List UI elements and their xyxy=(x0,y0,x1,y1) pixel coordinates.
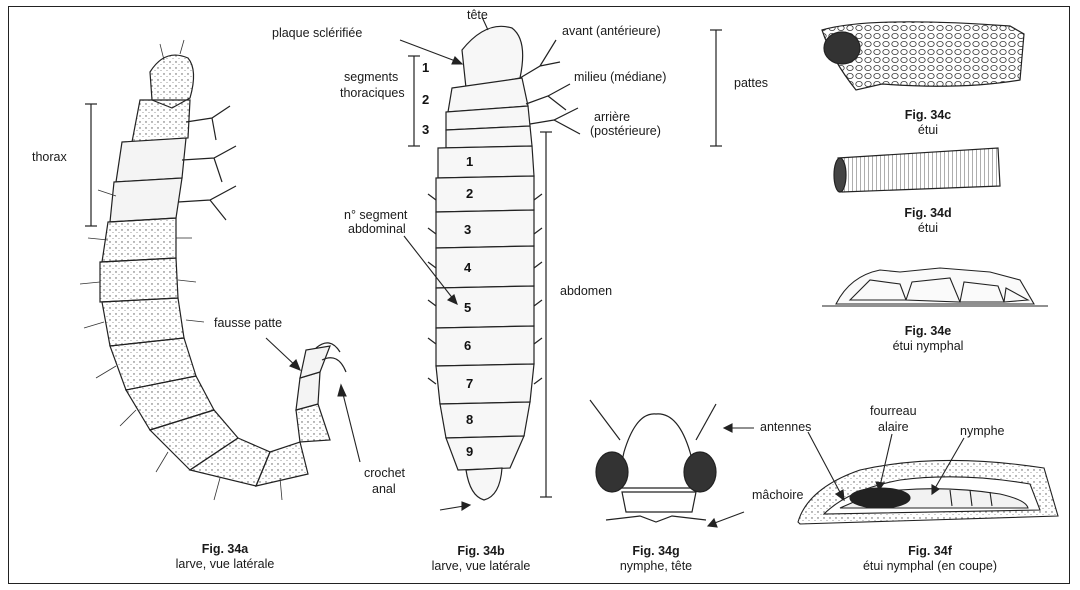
label-anal: anal xyxy=(372,482,396,496)
larva-dorsal-drawing xyxy=(428,26,580,500)
label-machoire: mâchoire xyxy=(752,488,803,502)
abdominal-number: 9 xyxy=(466,444,473,459)
caption-34a: Fig. 34a larve, vue latérale xyxy=(150,542,300,572)
caption-34g: Fig. 34g nymphe, tête xyxy=(586,544,726,574)
caption-34d-sub: étui xyxy=(858,221,998,236)
label-segments: segments xyxy=(344,70,398,84)
abdominal-number: 8 xyxy=(466,412,473,427)
caption-34e: Fig. 34e étui nymphal xyxy=(858,324,998,354)
label-fausse-patte: fausse patte xyxy=(214,316,282,330)
caption-34b: Fig. 34b larve, vue latérale xyxy=(406,544,556,574)
label-abdominal: abdominal xyxy=(348,222,406,236)
caption-34b-fig: Fig. 34b xyxy=(406,544,556,559)
caption-34a-sub: larve, vue latérale xyxy=(150,557,300,572)
abdomen-bracket xyxy=(540,132,552,497)
abdominal-number: 4 xyxy=(464,260,471,275)
label-abdomen: abdomen xyxy=(560,284,612,298)
label-alaire: alaire xyxy=(878,420,909,434)
caption-34c-sub: étui xyxy=(858,123,998,138)
caption-34b-sub: larve, vue latérale xyxy=(406,559,556,574)
caption-34g-sub: nymphe, tête xyxy=(586,559,726,574)
caption-34e-sub: étui nymphal xyxy=(858,339,998,354)
caption-34d: Fig. 34d étui xyxy=(858,206,998,236)
label-nymphe: nymphe xyxy=(960,424,1004,438)
pupal-case-e-drawing xyxy=(822,268,1048,306)
label-arriere: arrière xyxy=(594,110,630,124)
thorax-bracket xyxy=(85,104,97,226)
abdominal-number: 7 xyxy=(466,376,473,391)
caption-34f-fig: Fig. 34f xyxy=(830,544,1030,559)
larva-lateral-drawing xyxy=(100,55,346,486)
label-milieu: milieu (médiane) xyxy=(574,70,666,84)
thoracic-bracket xyxy=(408,56,420,146)
label-tete: tête xyxy=(467,8,488,22)
caption-34c: Fig. 34c étui xyxy=(858,108,998,138)
label-pattes: pattes xyxy=(734,76,768,90)
abdominal-number: 5 xyxy=(464,300,471,315)
caption-34g-fig: Fig. 34g xyxy=(586,544,726,559)
abdominal-number: 3 xyxy=(464,222,471,237)
label-n-segment: n° segment xyxy=(344,208,407,222)
thoracic-number: 1 xyxy=(422,60,429,75)
caption-34f: Fig. 34f étui nymphal (en coupe) xyxy=(830,544,1030,574)
caption-34a-fig: Fig. 34a xyxy=(150,542,300,557)
thoracic-number: 2 xyxy=(422,92,429,107)
case-c-drawing xyxy=(822,22,1024,90)
abdominal-number: 6 xyxy=(464,338,471,353)
label-fourreau: fourreau xyxy=(870,404,917,418)
abdominal-number: 1 xyxy=(466,154,473,169)
label-antennes: antennes xyxy=(760,420,811,434)
case-d-drawing xyxy=(834,148,1000,192)
label-thoraciques: thoraciques xyxy=(340,86,405,100)
abdominal-number: 2 xyxy=(466,186,473,201)
label-avant: avant (antérieure) xyxy=(562,24,661,38)
label-crochet: crochet xyxy=(364,466,405,480)
pupal-case-section-f-drawing xyxy=(798,460,1058,524)
legs-bracket xyxy=(710,30,722,146)
pupa-head-g-drawing xyxy=(590,400,716,522)
caption-34c-fig: Fig. 34c xyxy=(858,108,998,123)
label-plaque: plaque sclérifiée xyxy=(272,26,362,40)
label-thorax: thorax xyxy=(32,150,67,164)
label-posterieure: (postérieure) xyxy=(590,124,661,138)
thoracic-number: 3 xyxy=(422,122,429,137)
caption-34d-fig: Fig. 34d xyxy=(858,206,998,221)
caption-34e-fig: Fig. 34e xyxy=(858,324,998,339)
caption-34f-sub: étui nymphal (en coupe) xyxy=(830,559,1030,574)
